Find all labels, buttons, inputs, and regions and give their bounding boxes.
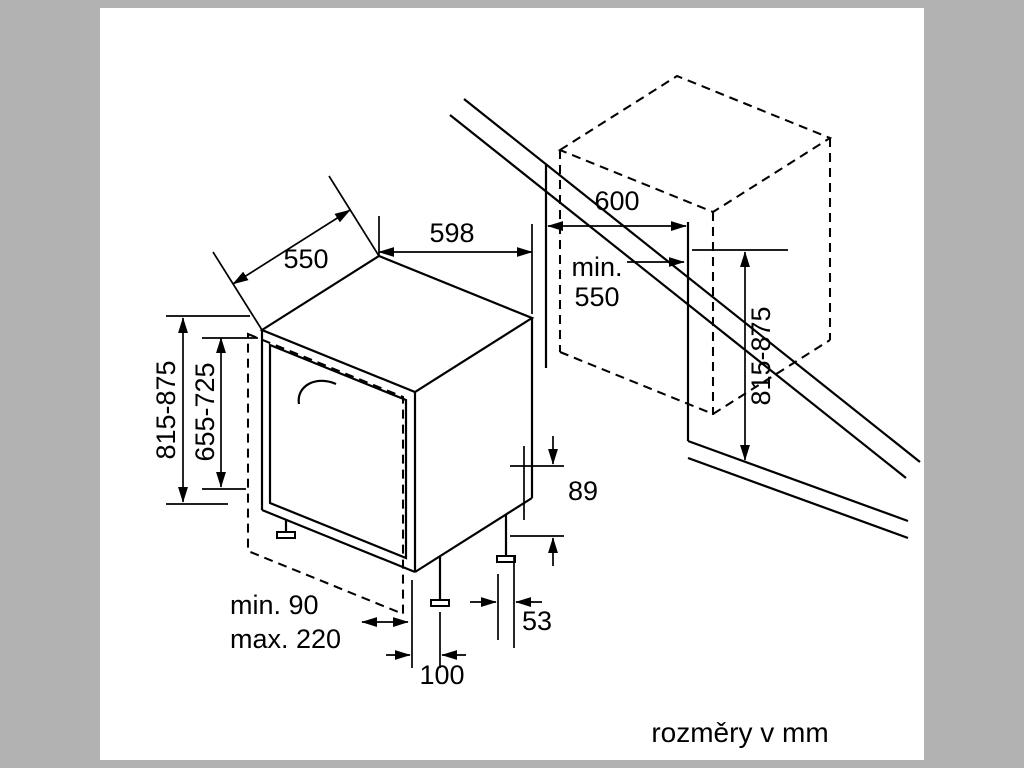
dim-plinth-min-label: min. 90 (230, 590, 319, 620)
dim-width-label: 598 (429, 218, 474, 248)
dim-front-foot-100: 100 (386, 580, 466, 690)
floor-lines (687, 439, 909, 540)
dim-appliance-height-label: 815-875 (151, 360, 181, 459)
dim-appliance-height-815-875: 815-875 (151, 315, 250, 505)
dim-rear-foot-label: 53 (522, 606, 552, 636)
units-caption: rozměry v mm (651, 717, 828, 748)
dim-counter-depth-label: 600 (594, 186, 639, 216)
niche-side-walls (544, 165, 690, 441)
left-foot (276, 520, 296, 539)
dim-niche-height-815-875: 815-875 (692, 249, 788, 461)
dim-rear-base-height-label: 89 (568, 476, 598, 506)
countertop-edge-lines (449, 98, 921, 479)
door-inner-frame (268, 343, 408, 560)
dim-rear-foot-53: 53 (470, 556, 552, 648)
dim-niche-depth-prefix: min. (571, 252, 622, 282)
dim-panel-height-655-725: 655-725 (190, 337, 258, 490)
rear-foot (496, 514, 516, 563)
dim-width-598: 598 (378, 216, 533, 314)
dim-top-depth-550: 550 (212, 175, 380, 331)
door-handle-icon (297, 379, 337, 405)
dim-top-depth-label: 550 (283, 244, 328, 274)
sheet-background (100, 8, 924, 760)
front-foot (430, 556, 450, 607)
furniture-door-panel-dashed (246, 332, 405, 616)
dim-plinth-range: min. 90 max. 220 (230, 590, 409, 654)
dim-panel-height-label: 655-725 (190, 362, 220, 461)
dim-counter-depth-600: 600 (547, 186, 687, 231)
dim-front-foot-label: 100 (419, 660, 464, 690)
dim-niche-depth-value: 550 (574, 282, 619, 312)
dim-rear-base-height-89: 89 (510, 436, 598, 566)
dim-niche-depth-min-550: min. 550 (571, 252, 685, 312)
dim-niche-height-label: 815-875 (746, 306, 776, 405)
dim-plinth-max-label: max. 220 (230, 624, 341, 654)
